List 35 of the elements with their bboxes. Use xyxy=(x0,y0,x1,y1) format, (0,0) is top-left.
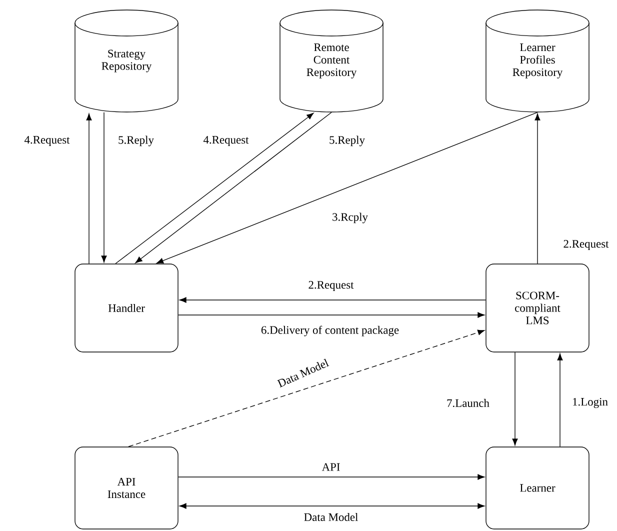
arrow xyxy=(135,112,332,264)
process-box: SCORM-compliant LMS xyxy=(486,264,590,352)
node-label: Remote Content Repository xyxy=(306,44,357,78)
edge-label: 7.Launch xyxy=(447,398,490,408)
edge-label: 4.Request xyxy=(24,136,70,146)
edge-label: 5.Reply xyxy=(118,136,154,146)
edge-label: 1.Login xyxy=(573,398,608,408)
arrow xyxy=(557,353,563,447)
repository-cylinder: Remote Content Repository xyxy=(280,10,384,112)
edge-label: API xyxy=(322,463,340,471)
edge-label: 3.Rcply xyxy=(332,212,368,224)
arrow xyxy=(86,113,92,264)
arrow xyxy=(115,112,314,264)
arrow xyxy=(178,312,485,318)
arrow xyxy=(178,474,485,480)
arrow xyxy=(512,352,518,446)
edge-label: 2.Request xyxy=(564,240,609,250)
process-box: Learner xyxy=(486,446,590,530)
node-label: Learner Profiles Repository xyxy=(512,44,563,78)
process-box: Handler xyxy=(74,264,178,352)
edge-label: Data Model xyxy=(304,512,358,522)
arrow xyxy=(156,112,538,264)
node-label: Strategy Repository xyxy=(102,50,152,72)
arrow xyxy=(534,113,540,264)
process-box: API Instance xyxy=(74,446,178,530)
repository-cylinder: Strategy Repository xyxy=(74,10,178,112)
edge-label: 6.Delivery of content package xyxy=(261,326,399,336)
arrow xyxy=(179,297,486,303)
edge-label: 4.Request xyxy=(203,136,249,146)
edge-label: 5.Reply xyxy=(330,136,365,146)
arrow xyxy=(179,503,485,509)
arrow xyxy=(101,112,107,263)
arrow xyxy=(128,330,485,447)
edge-label: 2.Request xyxy=(308,281,354,291)
repository-cylinder: Learner Profiles Repository xyxy=(486,10,590,112)
